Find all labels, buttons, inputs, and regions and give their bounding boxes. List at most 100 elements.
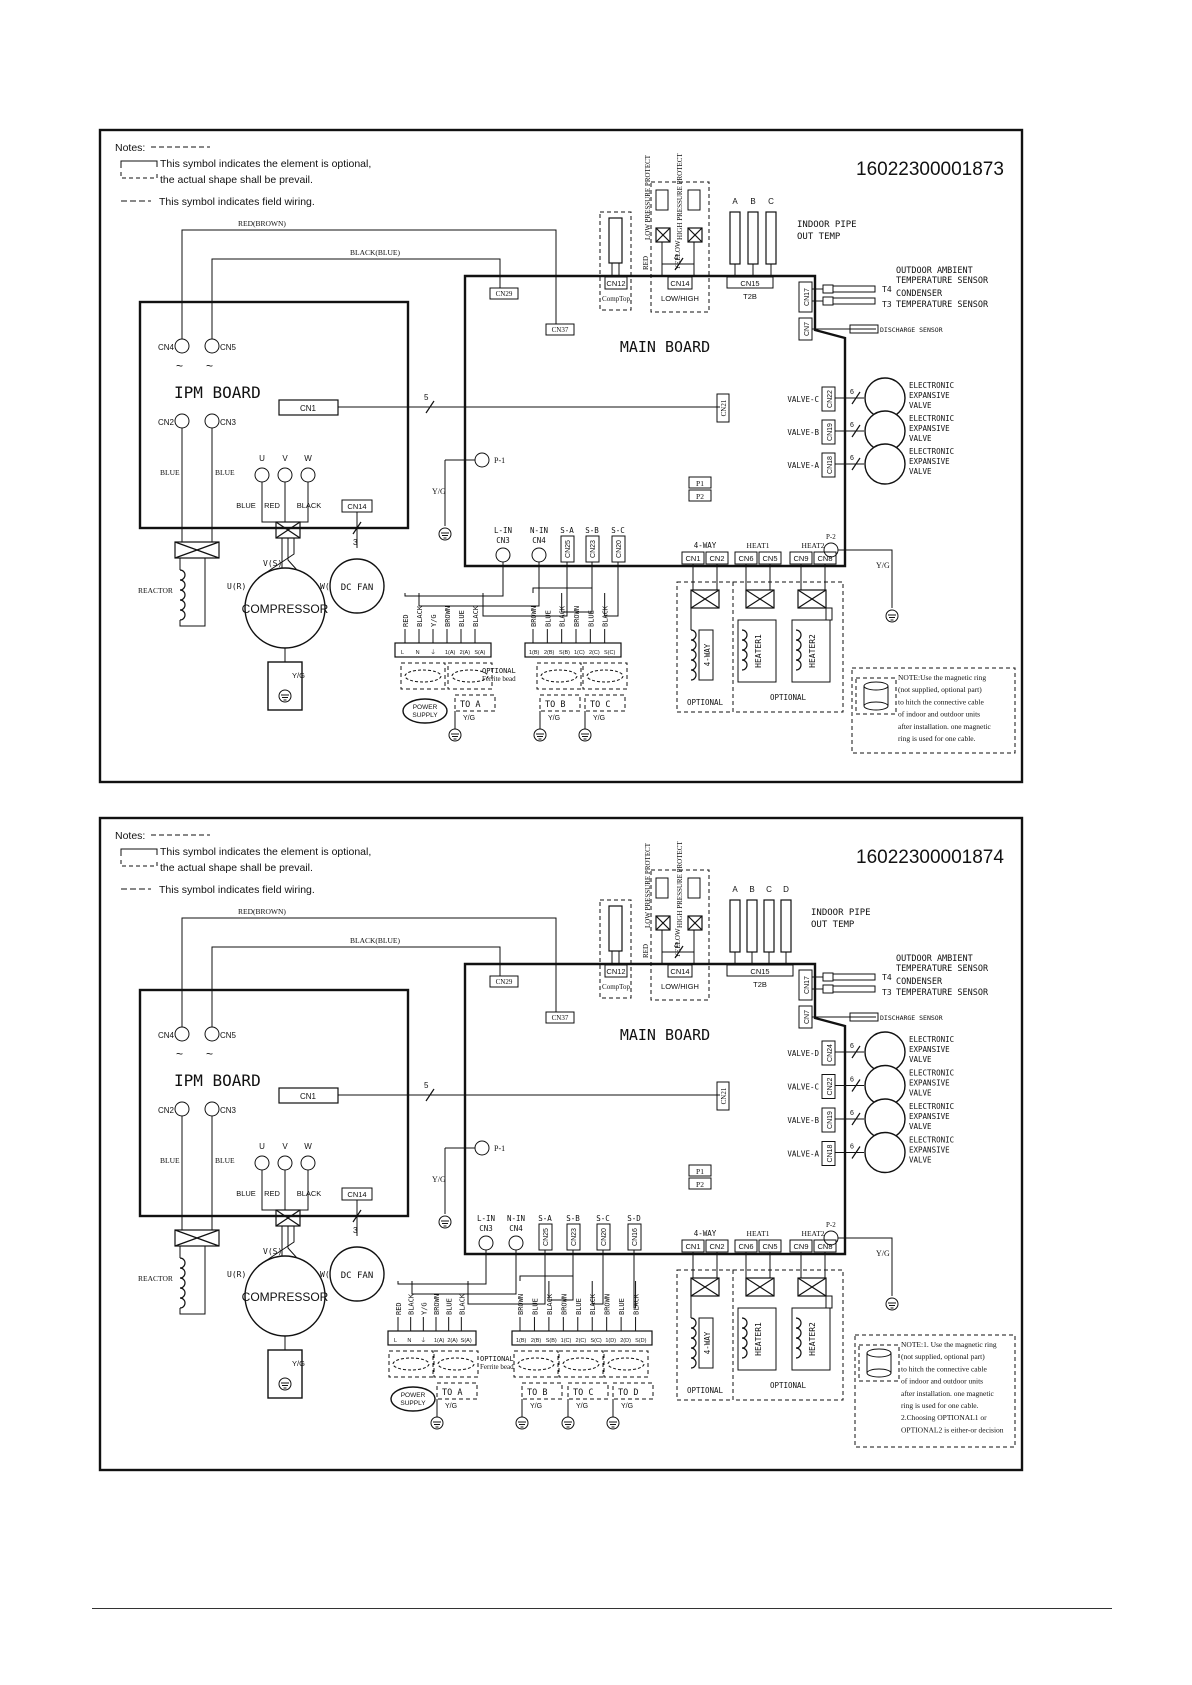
bottom-cn-top-label: S-C bbox=[596, 1214, 610, 1223]
valve-text: ELECTRONIC bbox=[909, 381, 954, 390]
wire-n-in bbox=[411, 1250, 517, 1295]
connector-cn18 bbox=[821, 452, 836, 478]
terminal-v bbox=[277, 467, 293, 483]
wire-count-slash bbox=[674, 257, 684, 271]
bottom-cn-top-label: S-B bbox=[585, 526, 599, 535]
t3-label: T3 bbox=[882, 988, 892, 997]
ipm-blue-label: BLUE bbox=[160, 468, 180, 477]
ground-circle bbox=[438, 1215, 452, 1229]
valve-cn-label: CN22 bbox=[827, 390, 834, 408]
cn14-label: CN14 bbox=[670, 967, 689, 976]
cn21-label: CN21 bbox=[720, 1087, 728, 1104]
terminal-cn2 bbox=[174, 1101, 190, 1117]
yg-label: Y/G bbox=[621, 1403, 633, 1410]
cn5-label: CN5 bbox=[762, 1242, 777, 1251]
wire-count-label: 6 bbox=[850, 1144, 854, 1151]
tilde: ~ bbox=[206, 359, 213, 373]
reactor-core bbox=[174, 1229, 220, 1247]
wire-color-label: RED bbox=[642, 944, 650, 958]
heater2-body bbox=[791, 619, 831, 683]
heater1-label: HEATER1 bbox=[754, 1322, 763, 1356]
compressor-ur-label: U(R) bbox=[227, 582, 246, 591]
wire-s-line bbox=[633, 1250, 637, 1309]
valve-name-label: VALVE-B bbox=[787, 428, 819, 437]
connector-p1 bbox=[688, 1164, 712, 1177]
pipe-sensor-D-label: D bbox=[783, 885, 789, 894]
yg-label: Y/G bbox=[876, 1249, 890, 1258]
note-box-line: 2.Choosing OPTIONAL1 or bbox=[901, 1413, 987, 1422]
terminal-right-wire-label: BROWN bbox=[560, 1294, 568, 1315]
yg-label: Y/G bbox=[548, 715, 560, 722]
notes-optional-line2: the actual shape shall be prevail. bbox=[160, 862, 313, 874]
bottom-cn-label: CN20 bbox=[601, 1228, 608, 1246]
pipe-sensor-A-label: A bbox=[732, 885, 738, 894]
connector-cn29 bbox=[489, 287, 519, 300]
valve-text: VALVE bbox=[909, 434, 932, 443]
cn2-label: CN2 bbox=[709, 1242, 724, 1251]
valve-name-label: VALVE-A bbox=[787, 1150, 819, 1159]
wire-red-brown-label: RED(BROWN) bbox=[238, 907, 286, 916]
sensor-t3 bbox=[832, 297, 876, 305]
terminal-left-wire-label: BLACK bbox=[416, 605, 424, 627]
cn7-label: CN7 bbox=[804, 1010, 811, 1024]
valve-name-label: VALVE-A bbox=[787, 461, 819, 470]
bottom-cn-top-label: S-B bbox=[566, 1214, 580, 1223]
note-box-line: to hitch the connective cable bbox=[901, 1364, 987, 1373]
note-box-line: (not supplied, optional part) bbox=[901, 1352, 985, 1361]
bottom-cn-label: CN23 bbox=[571, 1228, 578, 1246]
ambient-label-2: TEMPERATURE SENSOR bbox=[896, 964, 989, 974]
main-board bbox=[463, 274, 847, 568]
ground-circle bbox=[561, 1416, 575, 1430]
wire-s-a bbox=[482, 562, 568, 617]
wire-count-label: 6 bbox=[850, 1043, 854, 1050]
connector-cn12 bbox=[604, 964, 628, 978]
expansion-valve bbox=[864, 443, 906, 485]
ambient-label-1: OUTDOOR AMBIENT bbox=[896, 266, 973, 276]
valve-text: EXPANSIVE bbox=[909, 1045, 950, 1054]
t3-label: T3 bbox=[882, 300, 892, 309]
pipe-sensor-A-label: A bbox=[732, 197, 738, 206]
bottom-cn-top-label: L-IN bbox=[494, 526, 512, 535]
wire-count-label: 4 bbox=[674, 253, 679, 262]
heater2-label: HEATER2 bbox=[808, 1322, 817, 1356]
magnetic-ring bbox=[863, 681, 889, 691]
pipe-sensor-B bbox=[746, 899, 758, 953]
optional-ferrite-box bbox=[536, 662, 582, 690]
fourway-header: 4-WAY bbox=[694, 541, 717, 550]
to-label: TO A bbox=[442, 1388, 462, 1398]
tilde: ~ bbox=[176, 359, 183, 373]
notes-heading: Notes: bbox=[115, 142, 145, 154]
core-box bbox=[655, 915, 671, 931]
heater1-body bbox=[737, 619, 777, 683]
optional-pressure-box bbox=[650, 181, 710, 313]
bottom-cn-label: CN4 bbox=[509, 1224, 523, 1233]
cn29-label: CN29 bbox=[496, 290, 513, 298]
core-cross bbox=[174, 1229, 220, 1247]
yg-label: Y/G bbox=[463, 715, 475, 722]
terminal-w bbox=[300, 1155, 316, 1171]
cn37-label: CN37 bbox=[552, 326, 569, 334]
terminal-right-label: 2(D) bbox=[620, 1338, 631, 1344]
bottom-cn-top-label: L-IN bbox=[477, 1214, 495, 1223]
valve-text: EXPANSIVE bbox=[909, 457, 950, 466]
heater1-body bbox=[737, 1307, 777, 1371]
ground-circle bbox=[578, 728, 592, 742]
ferrite-label-1: OPTIONAL bbox=[480, 1355, 514, 1363]
terminal-left-label: ⏚ bbox=[430, 649, 436, 656]
pressure-switch bbox=[687, 877, 701, 899]
ambient-label-2: TEMPERATURE SENSOR bbox=[896, 276, 989, 286]
pipe-label-1: INDOOR PIPE bbox=[797, 220, 857, 230]
cn5-label: CN5 bbox=[762, 554, 777, 563]
wire-count-slash bbox=[851, 1112, 861, 1126]
wire-color-label: YELLOW bbox=[674, 240, 682, 270]
compressor-ground-box bbox=[267, 661, 303, 711]
yg-label: Y/G bbox=[445, 1403, 457, 1410]
terminal-right-label: S(B) bbox=[546, 1338, 557, 1344]
note-box-line: (not supplied, optional part) bbox=[898, 685, 982, 694]
p1-ground bbox=[438, 527, 452, 541]
core-cross bbox=[687, 915, 703, 931]
pressure-low-label: LOW PRESSURE PROTECT bbox=[644, 154, 652, 240]
condenser-label-1: CONDENSER bbox=[896, 289, 943, 299]
power-supply-label: SUPPLY bbox=[400, 1400, 426, 1407]
wire-s-line bbox=[604, 562, 619, 617]
